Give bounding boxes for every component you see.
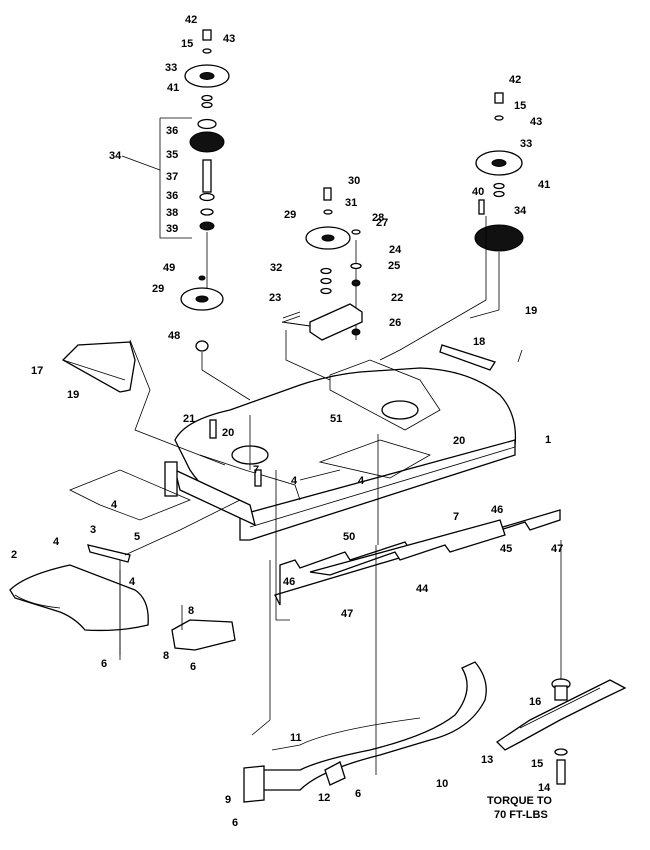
callout-4-right: 4 [358,475,365,487]
callout-15-blade: 15 [531,758,543,770]
callout-15-left: 15 [181,38,193,50]
center-pulley-assembly [281,187,363,381]
callout-8-bottom: 8 [163,650,169,662]
deck-baffle [274,509,561,606]
callout-6-skid: 6 [190,661,196,673]
callout-47-right: 47 [551,543,563,555]
callout-39: 39 [166,223,178,235]
callout-9: 9 [225,794,231,806]
hinge-bracket [69,469,241,660]
callout-43-left: 43 [223,33,235,45]
callout-6-bottom: 6 [232,817,238,829]
callout-2: 2 [11,549,17,561]
callout-34-left: 34 [109,150,122,162]
callout-20-left: 20 [222,427,234,439]
rear-baffle [243,560,487,803]
callout-3: 3 [90,524,96,536]
callout-47-left: 47 [341,608,353,620]
bracket-18 [439,344,523,371]
callout-23: 23 [269,292,281,304]
callout-34-right: 34 [514,205,527,217]
torque-note: TORQUE TO 70 FT-LBS [487,795,552,821]
callout-6-baffle: 6 [355,788,361,800]
callout-4-left: 4 [111,499,118,511]
callout-labels: 42 15 43 33 41 36 35 34 37 36 38 39 42 1… [11,14,563,829]
callout-31: 31 [345,197,357,209]
callout-1: 1 [545,434,551,446]
callout-13: 13 [481,754,493,766]
callout-49: 49 [163,262,175,274]
callout-19-left: 19 [67,389,79,401]
callout-8-top: 8 [188,605,194,617]
callout-27: 27 [376,217,388,229]
callout-28: 28 [372,212,384,224]
callout-18: 18 [473,336,485,348]
callout-45: 45 [500,543,512,555]
callout-20-right: 20 [453,435,465,447]
callout-15-right: 15 [514,100,526,112]
mower-blade [495,540,627,785]
callout-29-left: 29 [152,283,164,295]
callout-19-right: 19 [525,305,537,317]
discharge-chute [9,564,149,632]
callout-4-center: 4 [291,475,298,487]
callout-12: 12 [318,792,330,804]
callout-41-left: 41 [167,82,179,94]
callout-37: 37 [166,171,178,183]
callout-43-right: 43 [530,116,542,128]
callout-4-chute: 4 [129,576,136,588]
callout-44: 44 [416,583,429,595]
callout-38: 38 [166,207,178,219]
callout-48: 48 [168,330,180,342]
callout-41-right: 41 [538,179,550,191]
torque-note-line1: TORQUE TO [487,795,552,807]
callout-14: 14 [538,782,551,794]
deck-housing [164,359,517,541]
callout-4-lower-left: 4 [53,536,60,548]
callout-5: 5 [134,531,140,543]
callout-42-right: 42 [509,74,521,86]
callout-10: 10 [436,778,448,790]
callout-46-right: 46 [491,504,503,516]
callout-24: 24 [389,244,402,256]
callout-30: 30 [348,175,360,187]
skid-bracket [171,605,236,651]
callout-36-lower: 36 [166,190,178,202]
right-spindle-stack [379,92,524,361]
callout-40: 40 [472,186,484,198]
callout-22: 22 [391,292,403,304]
callout-51: 51 [330,413,342,425]
callout-46-left: 46 [283,576,295,588]
callout-50: 50 [343,531,355,543]
callout-42-left: 42 [185,14,197,26]
callout-7-bottom: 7 [453,511,459,523]
leader-lines [119,155,379,775]
callout-35: 35 [166,149,178,161]
callout-26: 26 [389,317,401,329]
callout-33-right: 33 [520,138,532,150]
callout-21: 21 [183,413,195,425]
callout-11: 11 [290,732,302,744]
left-idler-pulley [180,275,251,401]
callout-6-chute: 6 [101,658,107,670]
callout-17: 17 [31,365,43,377]
torque-note-line2: 70 FT-LBS [494,809,548,821]
callout-29-center: 29 [284,209,296,221]
callout-25: 25 [388,260,400,272]
left-spindle-stack [159,29,230,300]
belt-shield-left [61,339,226,466]
callout-33-left: 33 [165,62,177,74]
callout-16: 16 [529,696,541,708]
callout-36-upper: 36 [166,125,178,137]
callout-32: 32 [270,262,282,274]
callout-7-top: 7 [253,464,259,476]
